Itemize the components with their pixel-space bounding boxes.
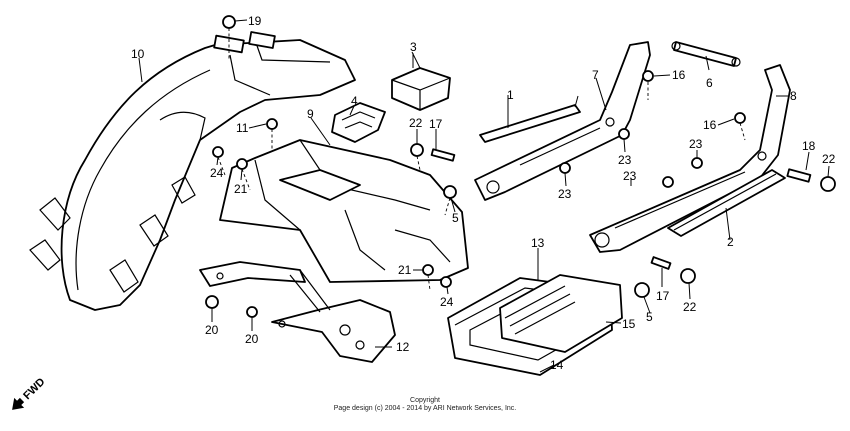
nut-23c-icon[interactable] (691, 157, 703, 169)
callout-21b[interactable]: 21 (398, 263, 412, 277)
callout-22a[interactable]: 22 (409, 116, 423, 130)
lower-bracket-part[interactable] (199, 261, 396, 363)
grab-rail-right-part[interactable] (589, 64, 791, 253)
callout-21a[interactable]: 21 (234, 182, 248, 196)
callout-23d[interactable]: 23 (623, 169, 637, 183)
clip-11-icon[interactable] (266, 118, 278, 130)
callout-4[interactable]: 4 (351, 94, 358, 108)
callout-7[interactable]: 7 (592, 68, 599, 82)
collar-21-icon[interactable] (236, 158, 248, 170)
callout-23c[interactable]: 23 (689, 137, 703, 151)
callout-20b[interactable]: 20 (245, 332, 259, 346)
relay-unit-part[interactable] (391, 51, 451, 111)
callout-16a[interactable]: 16 (672, 68, 686, 82)
bar-1-part[interactable] (479, 95, 581, 143)
callout-11[interactable]: 11 (236, 121, 249, 135)
callout-17a[interactable]: 17 (429, 117, 443, 131)
inner-fender-bracket-part[interactable] (219, 139, 469, 283)
reflector-2-part[interactable] (667, 169, 786, 237)
callout-13[interactable]: 13 (531, 236, 545, 250)
bracket-4-part[interactable] (331, 102, 386, 143)
rubber-16-icon[interactable] (642, 70, 654, 82)
nut-23d-icon[interactable] (662, 176, 674, 188)
callout-20a[interactable]: 20 (205, 323, 219, 337)
bolt-18-icon[interactable] (786, 168, 812, 183)
copyright-notice: Page design (c) 2004 - 2014 by ARI Netwo… (333, 405, 517, 412)
bolt-17b-icon[interactable] (650, 256, 672, 270)
callout-24b[interactable]: 24 (440, 295, 454, 309)
nut-23-icon[interactable] (559, 162, 571, 174)
callout-2[interactable]: 2 (727, 235, 734, 249)
leader-lines (138, 19, 830, 373)
nut-19-icon[interactable] (222, 15, 236, 29)
copyright-label: Copyright (410, 397, 440, 404)
callout-24a[interactable]: 24 (210, 166, 224, 180)
cap-22b-icon[interactable] (680, 268, 696, 284)
callout-15[interactable]: 15 (622, 317, 636, 331)
callout-16b[interactable]: 16 (703, 118, 717, 132)
rear-fender-part[interactable] (29, 31, 356, 311)
callout-1[interactable]: 1 (507, 88, 514, 102)
hardware-group (205, 15, 836, 318)
bolt-17-icon[interactable] (430, 148, 456, 162)
callout-23b[interactable]: 23 (558, 187, 572, 201)
nut-23b-icon[interactable] (618, 128, 630, 140)
callout-17b[interactable]: 17 (656, 289, 670, 303)
callout-22c[interactable]: 22 (683, 300, 697, 314)
tail-light-assembly-part[interactable] (447, 274, 623, 376)
grab-rail-left-part[interactable] (474, 41, 651, 201)
cap-22-icon[interactable] (820, 176, 836, 192)
callout-6[interactable]: 6 (706, 76, 713, 90)
callout-19[interactable]: 19 (248, 14, 262, 28)
nut-20b-icon[interactable] (246, 306, 258, 318)
collar-21b-icon[interactable] (422, 264, 434, 276)
callout-14[interactable]: 14 (550, 358, 564, 372)
bolt-6-part[interactable] (671, 41, 741, 67)
arrow-icon (12, 397, 25, 410)
nut-20-icon[interactable] (205, 295, 219, 309)
bolt-22-icon[interactable] (410, 143, 424, 157)
callout-22b[interactable]: 22 (822, 152, 836, 166)
collar-24-icon[interactable] (212, 146, 224, 158)
rubber-16b-icon[interactable] (734, 112, 746, 124)
callout-3[interactable]: 3 (410, 40, 417, 54)
callout-5a[interactable]: 5 (452, 211, 459, 225)
callout-10[interactable]: 10 (131, 47, 145, 61)
callout-9[interactable]: 9 (307, 107, 314, 121)
callout-5b[interactable]: 5 (646, 310, 653, 324)
callout-18[interactable]: 18 (802, 139, 816, 153)
grommet-5b-icon[interactable] (634, 282, 650, 298)
callout-23a[interactable]: 23 (618, 153, 632, 167)
callout-8[interactable]: 8 (790, 89, 797, 103)
callout-12[interactable]: 12 (396, 340, 410, 354)
collar-24b-icon[interactable] (440, 276, 452, 288)
grommet-5-icon[interactable] (443, 185, 457, 199)
